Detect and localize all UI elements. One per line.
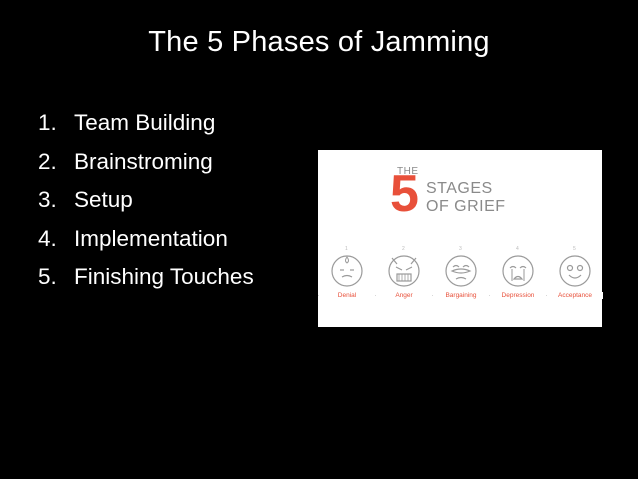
item-text: Team Building [74,110,216,135]
item-text: Implementation [74,225,228,251]
item-number: 4. [38,225,57,251]
item-text: Brainstroming [74,148,213,174]
stage-label-bargaining: Bargaining [433,292,489,299]
stage-number: 5 [573,246,576,252]
anger-face-icon [388,255,420,287]
item-number: 1. [38,110,57,135]
item-text: Setup [74,187,133,212]
figure-of-grief: OF GRIEF [426,198,506,215]
five-stages-of-grief-image: THE 5 STAGES OF GRIEF 1 2 3 4 5 [318,150,603,327]
stage-number: 3 [459,246,462,252]
list-item: 1. Team Building [38,110,254,149]
bargaining-face-icon [445,255,477,287]
depression-face-icon [502,255,534,287]
list-item: 3. Setup [38,187,254,226]
item-text: Finishing Touches [74,264,254,289]
item-number: 2. [38,148,57,174]
list-item: 5. Finishing Touches [38,264,254,303]
list-item: 2. Brainstroming [38,149,254,188]
figure-the: THE [397,166,419,177]
list-item: 4. Implementation [38,226,254,265]
stage-number: 1 [345,246,348,252]
item-number: 5. [38,264,57,289]
slide-title: The 5 Phases of Jamming [148,26,490,58]
denial-face-icon [331,255,363,287]
stage-number: 2 [402,246,405,252]
item-number: 3. [38,187,57,212]
acceptance-face-icon [559,255,591,287]
stage-label-depression: Depression [490,292,546,299]
stage-label-denial: Denial [319,292,375,299]
stage-label-acceptance: Acceptance [547,292,603,299]
phase-list: 1.Team Building 2.Brainstroming 3.Setup … [38,110,254,303]
figure-five: 5 [390,165,419,223]
figure-stages: STAGES [426,180,493,197]
stage-label-anger: Anger [376,292,432,299]
stage-number: 4 [516,246,519,252]
